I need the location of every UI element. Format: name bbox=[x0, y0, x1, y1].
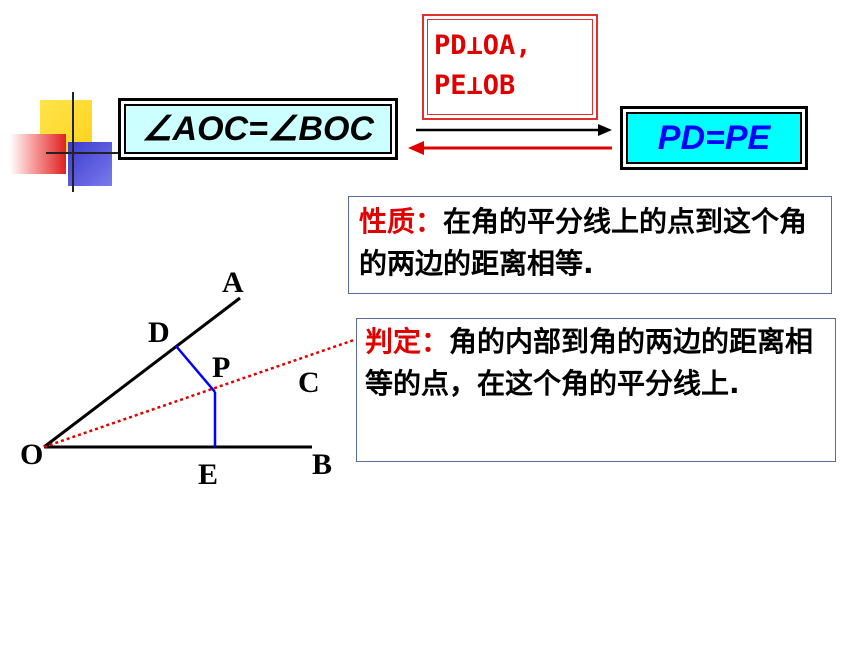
forward-arrow-head bbox=[598, 124, 612, 136]
perpendicular-PD bbox=[175, 345, 216, 393]
ray-OA bbox=[43, 296, 241, 449]
bisector-OC bbox=[43, 338, 355, 449]
property-text: 在角的平分线上的点到这个角的两边的距离相等. bbox=[359, 205, 808, 280]
distance-equal-text: PD=PE bbox=[657, 118, 771, 157]
label-E: E bbox=[198, 458, 219, 491]
backward-arrow-head bbox=[408, 141, 424, 155]
decor-horizontal-line bbox=[46, 152, 126, 154]
label-D: D bbox=[148, 316, 170, 349]
label-P: P bbox=[212, 351, 231, 384]
perp-condition-line1: PD⊥OA, bbox=[434, 30, 532, 61]
angle-equal-box: ∠AOC=∠BOC bbox=[118, 98, 398, 160]
label-B: B bbox=[312, 448, 333, 481]
judgement-lead: 判定： bbox=[365, 325, 450, 358]
judgement-text: 角的内部到角的两边的距离相等的点，在这个角的平分线上. bbox=[365, 325, 814, 400]
decor-vertical-line bbox=[72, 92, 74, 192]
distance-equal-box: PD=PE bbox=[620, 106, 808, 170]
label-C: C bbox=[298, 366, 320, 399]
decor-blue-square bbox=[68, 142, 112, 186]
angle-equal-text: ∠AOC=∠BOC bbox=[142, 110, 374, 148]
perp-condition-line2: PE⊥OB bbox=[434, 70, 516, 101]
label-O: O bbox=[20, 438, 44, 471]
property-lead: 性质： bbox=[359, 205, 444, 238]
property-box: 性质：在角的平分线上的点到这个角的两边的距离相等. bbox=[348, 196, 832, 294]
decor-red-gradient bbox=[10, 134, 66, 174]
perpendicular-condition-box: PD⊥OA, PE⊥OB bbox=[422, 14, 598, 120]
label-A: A bbox=[222, 266, 244, 299]
implication-arrows bbox=[408, 124, 612, 155]
judgement-box: 判定：角的内部到角的两边的距离相等的点，在这个角的平分线上. bbox=[356, 318, 836, 462]
